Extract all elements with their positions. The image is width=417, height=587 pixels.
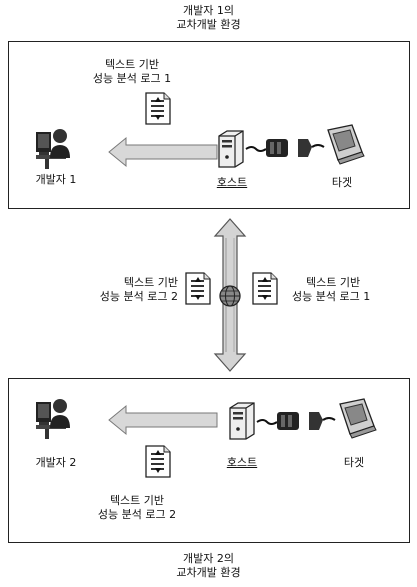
host-label: 호스트 xyxy=(216,176,248,189)
target-label: 타겟 xyxy=(331,176,353,189)
log-document-icon xyxy=(145,92,171,125)
target-label: 타겟 xyxy=(343,456,365,469)
top-caption-line-2: 교차개발 환경 xyxy=(176,18,241,31)
top-caption: 개발자 1의 교차개발 환경 xyxy=(140,4,277,32)
middle-left-log-label-line-2: 성능 분석 로그 2 xyxy=(99,290,178,303)
middle-left-log-label-line-1: 텍스트 기반 xyxy=(123,276,178,289)
bottom-log-label: 텍스트 기반 성능 분석 로그 2 xyxy=(72,494,202,522)
middle-right-log-label-line-1: 텍스트 기반 xyxy=(306,276,361,289)
top-caption-line-1: 개발자 1의 xyxy=(183,4,234,17)
middle-right-log-label: 텍스트 기반 성능 분석 로그 1 xyxy=(292,276,410,304)
host-computer-icon xyxy=(218,130,244,168)
top-log-label: 텍스트 기반 성능 분석 로그 1 xyxy=(72,58,192,86)
log-document-icon xyxy=(145,445,171,478)
developer-1-label: 개발자 1 xyxy=(35,173,77,186)
host-label: 호스트 xyxy=(226,456,258,469)
middle-right-log-label-line-2: 성능 분석 로그 1 xyxy=(292,290,371,303)
cable-connector-icon xyxy=(245,139,325,157)
log-transfer-arrow-left xyxy=(108,136,218,168)
bottom-log-label-line-1: 텍스트 기반 xyxy=(109,494,165,507)
developer-2-label: 개발자 2 xyxy=(35,456,77,469)
middle-left-log-label: 텍스트 기반 성능 분석 로그 2 xyxy=(60,276,178,304)
bottom-log-label-line-2: 성능 분석 로그 2 xyxy=(97,508,177,521)
bottom-caption-line-1: 개발자 2의 xyxy=(183,552,234,565)
log-transfer-arrow-left xyxy=(108,404,218,436)
target-device-icon xyxy=(339,398,377,439)
developer-icon xyxy=(36,129,70,169)
network-globe-icon xyxy=(219,285,241,307)
target-device-icon xyxy=(327,124,365,165)
cable-connector-icon xyxy=(256,412,336,430)
host-computer-icon xyxy=(229,402,255,440)
bottom-caption: 개발자 2의 교차개발 환경 xyxy=(140,552,277,580)
log-document-icon xyxy=(252,272,278,305)
bottom-caption-line-2: 교차개발 환경 xyxy=(176,566,241,579)
developer-icon xyxy=(36,399,70,439)
top-log-label-line-2: 성능 분석 로그 1 xyxy=(92,72,172,85)
developer-1-environment-panel xyxy=(8,41,410,209)
log-document-icon xyxy=(185,272,211,305)
top-log-label-line-1: 텍스트 기반 xyxy=(104,58,160,71)
